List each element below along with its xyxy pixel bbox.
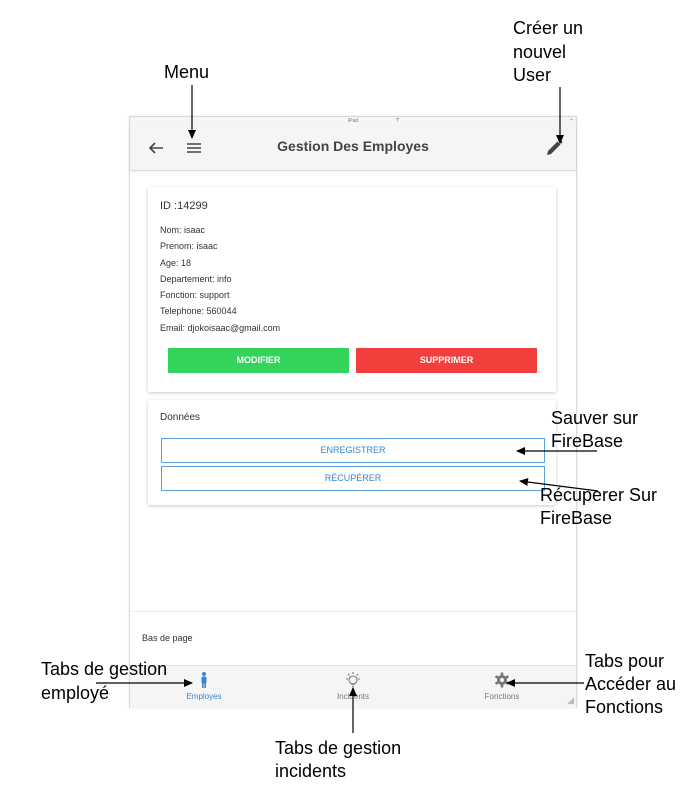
employee-department: Departement: info xyxy=(160,274,232,284)
data-card: Données ENREGISTRER RÉCUPÉRER xyxy=(148,400,556,505)
load-button[interactable]: RÉCUPÉRER xyxy=(161,466,545,491)
tab-fonctions[interactable]: Fonctions xyxy=(428,666,576,708)
annotation-tab-incidents-2: incidents xyxy=(275,761,347,781)
annotation-create-user-2: nouvel xyxy=(513,42,567,62)
footer-text: Bas de page xyxy=(142,633,193,643)
annotation-create-user-1: Créer un xyxy=(513,18,584,38)
person-icon xyxy=(194,670,214,690)
battery-icon: ◔ xyxy=(568,117,573,124)
annotation-tab-employee-2: employé xyxy=(41,683,110,703)
annotation-load-2: FireBase xyxy=(540,508,613,528)
employee-firstname: Prenom: isaac xyxy=(160,241,218,251)
device-frame: iPad ⇡ ◔ Gestion Des Employes ID :14299 … xyxy=(129,116,577,708)
employee-email: Email: djokoisaac@gmail.com xyxy=(160,323,281,333)
employee-id: ID :14299 xyxy=(160,200,208,212)
employee-function: Fonction: support xyxy=(160,290,230,300)
status-bar: iPad ⇡ ◔ xyxy=(130,117,576,126)
carrier-label: iPad xyxy=(348,118,359,124)
lightbulb-icon xyxy=(343,670,363,690)
delete-button[interactable]: SUPPRIMER xyxy=(356,348,537,373)
annotation-tab-incidents-1: Tabs de gestion xyxy=(275,738,402,758)
arrow-load xyxy=(519,478,599,492)
annotation-tab-functions-2: Accéder au xyxy=(585,674,677,694)
annotation-create-user-3: User xyxy=(513,65,552,85)
employee-card: ID :14299 Nom: isaac Prenom: isaac Age: … xyxy=(148,187,556,392)
annotation-save-1: Sauver sur xyxy=(551,408,639,428)
annotation-load-1: Récuperer Sur xyxy=(540,485,658,505)
gear-icon xyxy=(492,670,512,690)
tab-label: Fonctions xyxy=(484,692,520,701)
page-title: Gestion Des Employes xyxy=(277,138,429,154)
employee-phone: Telephone: 560044 xyxy=(160,306,237,316)
resize-handle-icon: ◢ xyxy=(567,695,574,705)
tab-employes[interactable]: Employes xyxy=(130,666,278,708)
tab-label: Employes xyxy=(186,692,222,701)
signal-icon: ⇡ xyxy=(395,118,401,124)
save-button[interactable]: ENREGISTRER xyxy=(161,438,545,463)
annotation-tab-functions-3: Fonctions xyxy=(585,697,664,717)
menu-icon[interactable] xyxy=(182,136,206,160)
annotation-save-2: FireBase xyxy=(551,431,624,451)
employee-age: Age: 18 xyxy=(160,258,192,268)
app-bar: Gestion Des Employes xyxy=(130,126,576,171)
employee-name: Nom: isaac xyxy=(160,225,206,235)
annotation-tab-employee-1: Tabs de gestion xyxy=(41,659,168,679)
back-arrow-icon[interactable] xyxy=(144,136,168,160)
annotation-tab-functions-1: Tabs pour xyxy=(585,651,665,671)
data-card-heading: Données xyxy=(160,412,201,423)
modify-button[interactable]: MODIFIER xyxy=(168,348,349,373)
annotation-menu: Menu xyxy=(164,62,210,82)
footer-divider xyxy=(130,611,576,612)
